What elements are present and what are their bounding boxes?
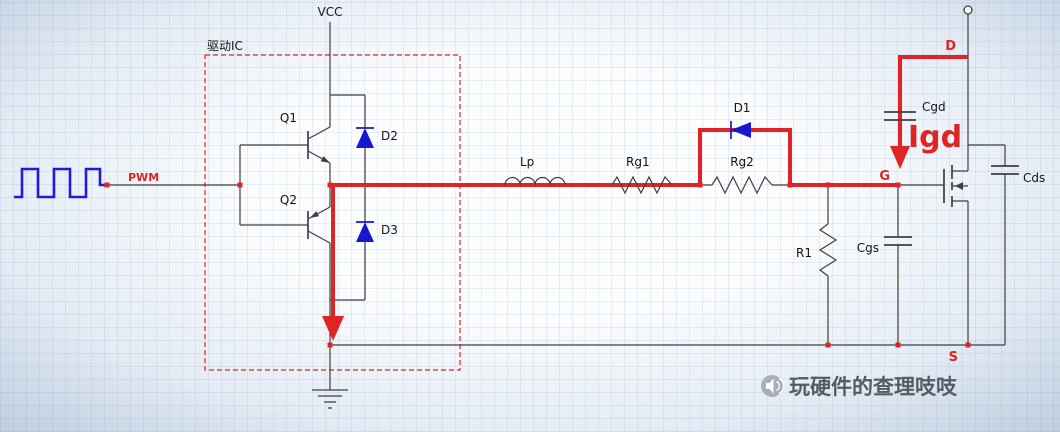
pwm-waveform (14, 167, 105, 199)
current-arrow-down-icon (322, 316, 344, 341)
junction-node (104, 182, 110, 188)
cgs-label: Cgs (857, 241, 879, 255)
rg2-resistor (711, 175, 773, 195)
drain-terminal (963, 5, 973, 15)
junction-node (895, 342, 901, 348)
megaphone-horn (766, 378, 774, 394)
rg2-label: Rg2 (730, 155, 754, 169)
vcc-label: VCC (318, 5, 343, 19)
watermark: 玩硬件的查理吱吱 (761, 375, 958, 399)
wires (105, 14, 1006, 409)
q2-label: Q2 (280, 193, 297, 207)
watermark-text: 玩硬件的查理吱吱 (789, 375, 958, 399)
q1-transistor (307, 126, 331, 164)
lp-inductor (504, 176, 566, 186)
driver-ic-label: 驱动IC (207, 39, 243, 53)
r1-label: R1 (796, 246, 812, 260)
junction-node (327, 342, 333, 348)
junction-node (825, 182, 831, 188)
driver-ic-boundary (204, 54, 461, 371)
junction-node (825, 342, 831, 348)
d1-label: D1 (734, 101, 751, 115)
source-label: S (949, 350, 958, 365)
igd-current-path (890, 55, 968, 169)
rg1-resistor (611, 175, 673, 195)
q2-transistor (307, 206, 331, 244)
junction-node (237, 182, 243, 188)
d3-diode (356, 221, 374, 242)
d3-label: D3 (381, 223, 398, 237)
cds-capacitor (991, 165, 1019, 175)
cds-label: Cds (1023, 171, 1045, 185)
mosfet (943, 165, 963, 207)
megaphone-waves (776, 377, 785, 395)
rg1-label: Rg1 (626, 155, 650, 169)
r1-resistor (818, 223, 838, 277)
d2-diode (356, 127, 374, 148)
d2-label: D2 (381, 129, 398, 143)
d1-diode (730, 121, 751, 139)
cgd-capacitor (884, 111, 916, 121)
gate-label: G (879, 169, 890, 184)
labels: VCC 驱动IC PWM Q1 Q2 D2 D3 Lp Rg1 Rg2 D1 R… (128, 5, 1045, 365)
junction-nodes (104, 182, 971, 348)
q1-label: Q1 (280, 111, 297, 125)
cgs-capacitor (884, 236, 912, 246)
junction-node (965, 342, 971, 348)
turnoff-current-path (322, 128, 898, 341)
igd-arrow-icon (890, 146, 910, 169)
junction-node (697, 182, 703, 188)
cgd-label: Cgd (922, 100, 946, 114)
junction-node (327, 182, 333, 188)
junction-node (787, 182, 793, 188)
junction-node (895, 182, 901, 188)
pwm-label: PWM (128, 171, 159, 184)
igd-label: Igd (908, 120, 962, 155)
drain-label: D (945, 39, 956, 54)
lp-label: Lp (520, 155, 534, 169)
